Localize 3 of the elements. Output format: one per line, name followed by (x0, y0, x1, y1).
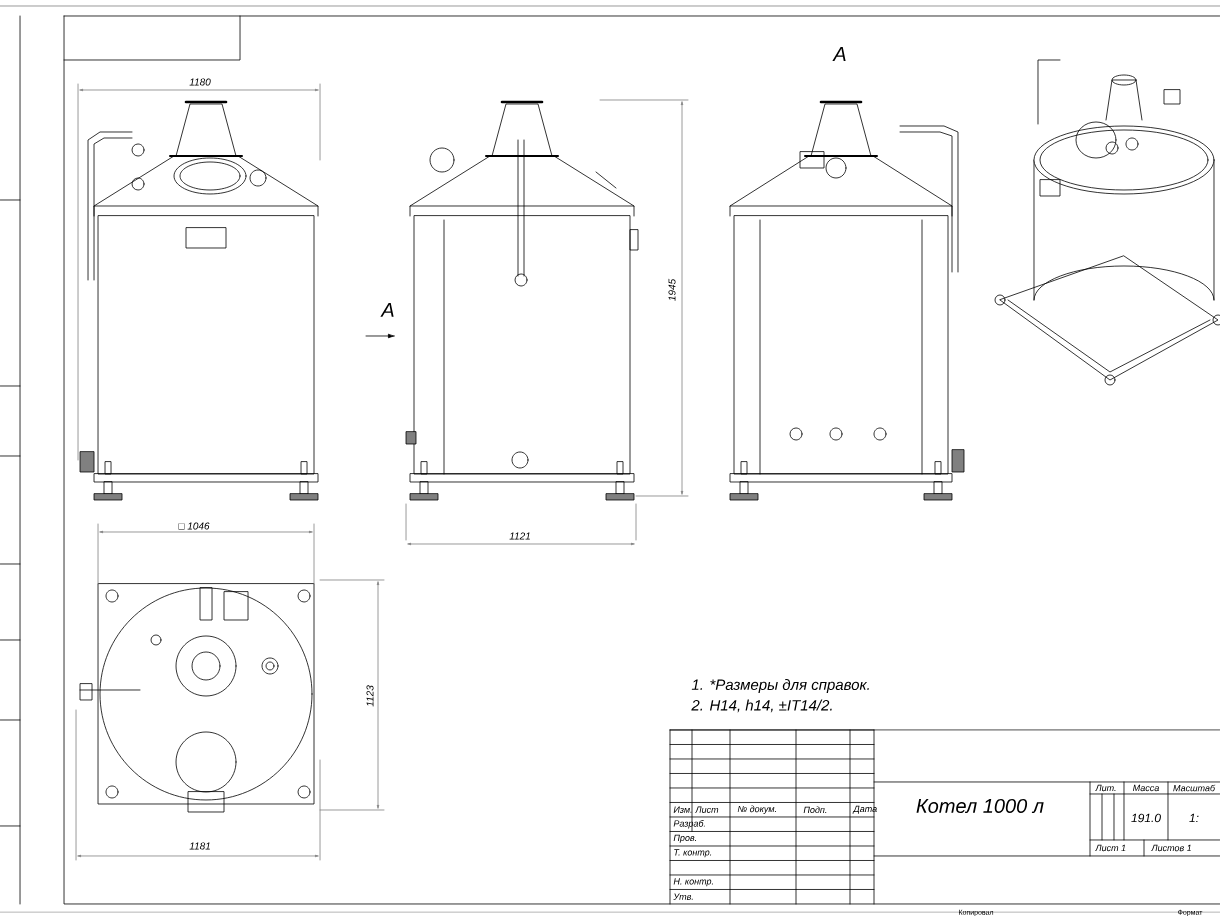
view-label: A (380, 303, 394, 317)
view-label: A (832, 47, 846, 61)
title-text: Котел 1000 л (916, 798, 1044, 814)
